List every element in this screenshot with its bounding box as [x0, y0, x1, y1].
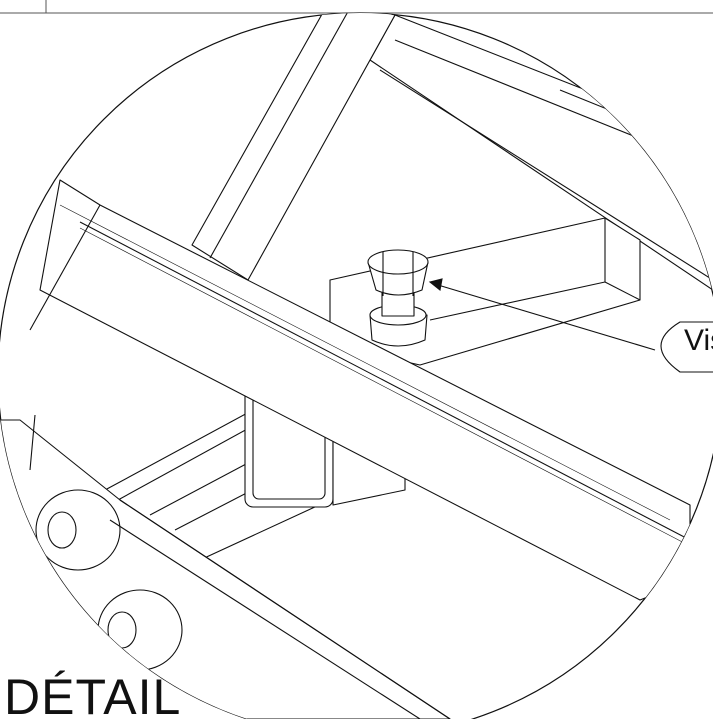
bolt-assembly [367, 249, 429, 347]
callout-label: Vis [684, 324, 713, 357]
sheet-border [0, 0, 713, 14]
rear-cross-tube [329, 217, 641, 366]
detail-title: DÉTAIL [4, 669, 182, 719]
callout-leader [428, 278, 713, 373]
diagonal-brace [191, 13, 396, 281]
